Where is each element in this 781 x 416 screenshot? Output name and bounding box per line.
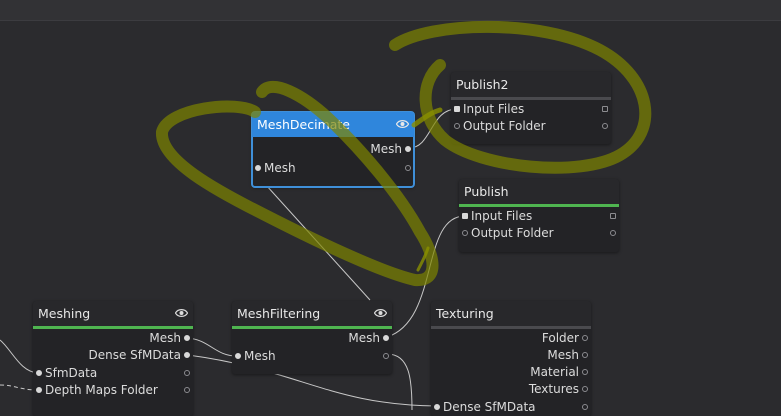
port-label: SfmData [45, 366, 98, 380]
port-label: Output Folder [463, 119, 546, 133]
port-label: Mesh [149, 331, 181, 345]
output-port[interactable] [405, 165, 411, 171]
status-bar [451, 97, 611, 100]
node-header[interactable]: Publish2 [451, 72, 611, 97]
port-label: Output Folder [471, 226, 554, 240]
input-port-row: Mesh [232, 348, 392, 365]
node-publish[interactable]: Publish Input Files Output Folder [459, 179, 619, 252]
port-label: Depth Maps Folder [45, 383, 158, 397]
node-header[interactable]: Texturing [431, 301, 591, 326]
edge-meshing-texturing[interactable] [187, 354, 438, 407]
port-label: Input Files [463, 102, 525, 116]
input-port[interactable] [36, 387, 42, 393]
input-port-row: Dense SfMData [431, 399, 591, 416]
status-bar [459, 204, 619, 207]
node-header[interactable]: Meshing [33, 301, 193, 326]
output-port-row: Mesh [232, 330, 392, 347]
node-header[interactable]: MeshDecimate [252, 112, 414, 137]
port-label: Input Files [471, 209, 533, 223]
status-bar [431, 326, 591, 329]
node-header[interactable]: MeshFiltering [232, 301, 392, 326]
output-port[interactable] [184, 370, 190, 376]
input-port[interactable] [462, 213, 468, 219]
node-meshfiltering[interactable]: MeshFiltering Mesh Mesh [232, 301, 392, 374]
edge-offscreen-meshing-depth[interactable] [0, 384, 39, 391]
port-label: Mesh [244, 349, 276, 363]
output-port[interactable] [184, 335, 190, 341]
input-port-row: Mesh [252, 160, 414, 177]
eye-icon[interactable] [175, 308, 188, 318]
output-port[interactable] [602, 106, 608, 112]
output-port[interactable] [383, 335, 389, 341]
output-port[interactable] [582, 369, 588, 375]
output-port-row: Mesh [431, 347, 591, 364]
output-port-row: Textures [431, 381, 591, 398]
output-port-row: Folder [431, 330, 591, 347]
node-publish2[interactable]: Publish2 Input Files Output Folder [451, 72, 611, 144]
output-port-row: Material [431, 364, 591, 381]
input-port[interactable] [36, 370, 42, 376]
output-port[interactable] [610, 230, 616, 236]
edge-meshing-meshfiltering[interactable] [187, 337, 238, 357]
status-bar [232, 326, 392, 329]
node-title: MeshDecimate [257, 117, 350, 132]
input-port-row: Output Folder [451, 118, 611, 135]
input-port[interactable] [462, 230, 468, 236]
node-title: Publish2 [456, 77, 509, 92]
top-toolbar [0, 0, 781, 21]
output-port-row: Dense SfMData [33, 347, 193, 364]
node-texturing[interactable]: Texturing Folder Mesh Material Textures … [431, 301, 591, 416]
node-meshdecimate[interactable]: MeshDecimate Mesh Mesh [251, 111, 415, 188]
input-port[interactable] [454, 106, 460, 112]
output-port[interactable] [582, 404, 588, 410]
port-label: Folder [541, 331, 579, 345]
node-title: Texturing [436, 306, 494, 321]
port-label: Mesh [348, 331, 380, 345]
edge-meshdecimate-publish2[interactable] [408, 108, 458, 149]
eye-icon[interactable] [374, 308, 387, 318]
input-port-row: Depth Maps Folder [33, 382, 193, 399]
status-bar [33, 326, 193, 329]
node-meshing[interactable]: Meshing Mesh Dense SfMData SfmData Depth… [33, 301, 193, 416]
output-port[interactable] [582, 352, 588, 358]
port-label: Textures [528, 382, 579, 396]
node-header[interactable]: Publish [459, 179, 619, 204]
output-port-row: Mesh [33, 330, 193, 347]
input-port-row: Input Files [451, 101, 611, 118]
output-port[interactable] [184, 387, 190, 393]
node-title: Meshing [38, 306, 91, 321]
port-label: Dense SfMData [88, 348, 181, 362]
output-port[interactable] [405, 146, 411, 152]
port-label: Material [530, 365, 579, 379]
input-port-row: Input Files [459, 208, 619, 225]
output-port[interactable] [383, 353, 389, 359]
input-port-row: Output Folder [459, 225, 619, 242]
port-label: Mesh [547, 348, 579, 362]
node-title: MeshFiltering [237, 306, 321, 321]
output-port-row: Mesh [252, 141, 414, 158]
edge-texturing-mesh-input[interactable] [386, 353, 413, 410]
eye-icon[interactable] [396, 119, 409, 129]
port-label: Mesh [370, 142, 402, 156]
output-port[interactable] [582, 335, 588, 341]
input-port-row: SfmData [33, 365, 193, 382]
node-title: Publish [464, 184, 509, 199]
input-port[interactable] [235, 353, 241, 359]
port-label: Mesh [264, 161, 296, 175]
output-port[interactable] [610, 213, 616, 219]
port-label: Dense SfMData [443, 400, 536, 414]
output-port[interactable] [602, 123, 608, 129]
output-port[interactable] [184, 352, 190, 358]
output-port[interactable] [582, 386, 588, 392]
input-port[interactable] [454, 123, 460, 129]
input-port[interactable] [255, 165, 261, 171]
input-port[interactable] [434, 404, 440, 410]
edge-meshdecimate-meshfiltering[interactable] [265, 184, 371, 301]
